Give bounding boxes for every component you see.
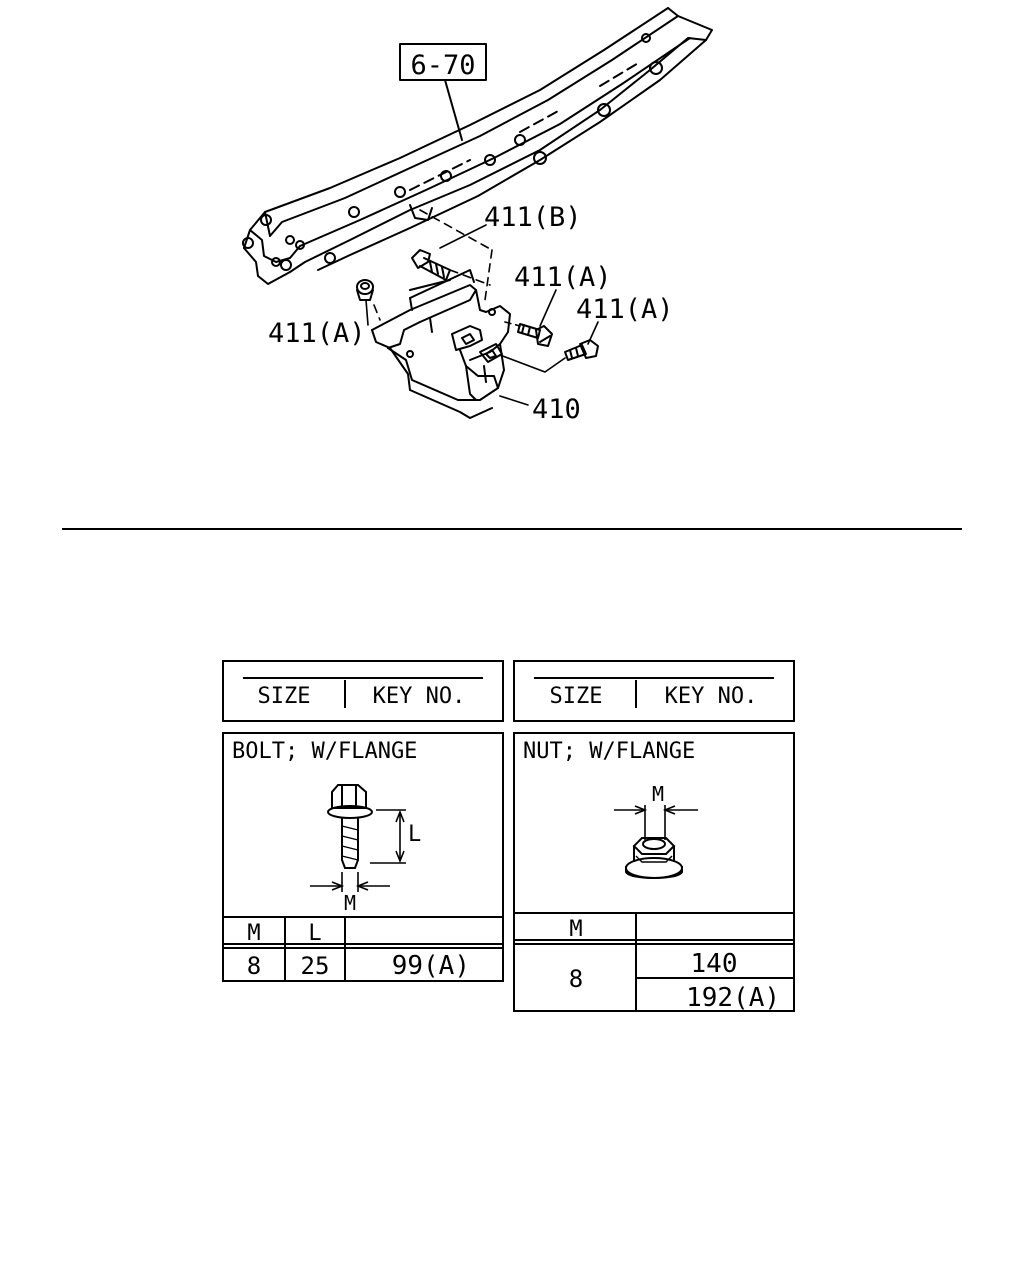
callout-410: 410 bbox=[532, 394, 581, 425]
nut-header-key-no: KEY NO. bbox=[665, 684, 758, 709]
nut-header-size: SIZE bbox=[550, 684, 603, 709]
bolt-dim-m: M bbox=[344, 891, 356, 915]
nut-title: NUT; W/FLANGE bbox=[523, 739, 695, 764]
bolt-row-m: 8 bbox=[247, 952, 261, 980]
leader-6-70 bbox=[444, 79, 463, 141]
nut-flange-icon bbox=[614, 805, 698, 879]
ref-box-6-70 bbox=[399, 43, 487, 81]
dashed-attachment-lines bbox=[373, 209, 493, 321]
frame-tab bbox=[409, 204, 433, 221]
bolt-411a-mid bbox=[504, 321, 553, 347]
callout-411a-left: 411(A) bbox=[268, 318, 366, 349]
bolt-row-key: 99(A) bbox=[392, 951, 470, 981]
bolt-spec-table bbox=[222, 660, 504, 982]
nut-row-m: 8 bbox=[569, 965, 583, 993]
bolt-row-l: 25 bbox=[301, 952, 330, 980]
bracket-410 bbox=[371, 269, 511, 419]
bolt-title: BOLT; W/FLANGE bbox=[232, 739, 417, 764]
bolt-col-m: M bbox=[247, 921, 260, 946]
exploded-parts-illustration bbox=[242, 7, 713, 419]
bolt-col-l: L bbox=[308, 921, 321, 946]
bolt-header-size: SIZE bbox=[258, 684, 311, 709]
nut-411a-left bbox=[356, 279, 374, 301]
nut-key-1: 140 bbox=[691, 949, 738, 979]
ref-label-6-70: 6-70 bbox=[410, 50, 475, 81]
nut-col-m: M bbox=[569, 917, 582, 942]
bolt-411b bbox=[411, 249, 491, 286]
nut-spec-table bbox=[513, 660, 795, 1012]
callout-411a-top: 411(A) bbox=[514, 262, 612, 293]
callout-leaders bbox=[365, 224, 599, 406]
frame-rail bbox=[242, 7, 713, 285]
nut-key-2: 192(A) bbox=[686, 983, 780, 1013]
bolt-411a-right bbox=[499, 339, 599, 373]
callout-411b: 411(B) bbox=[484, 202, 582, 233]
callout-411a-right: 411(A) bbox=[576, 294, 674, 325]
bolt-flange-icon bbox=[310, 784, 406, 892]
bolt-dim-l: L bbox=[408, 822, 421, 847]
nut-dim-m: M bbox=[652, 782, 664, 806]
bolt-header-key-no: KEY NO. bbox=[373, 684, 466, 709]
